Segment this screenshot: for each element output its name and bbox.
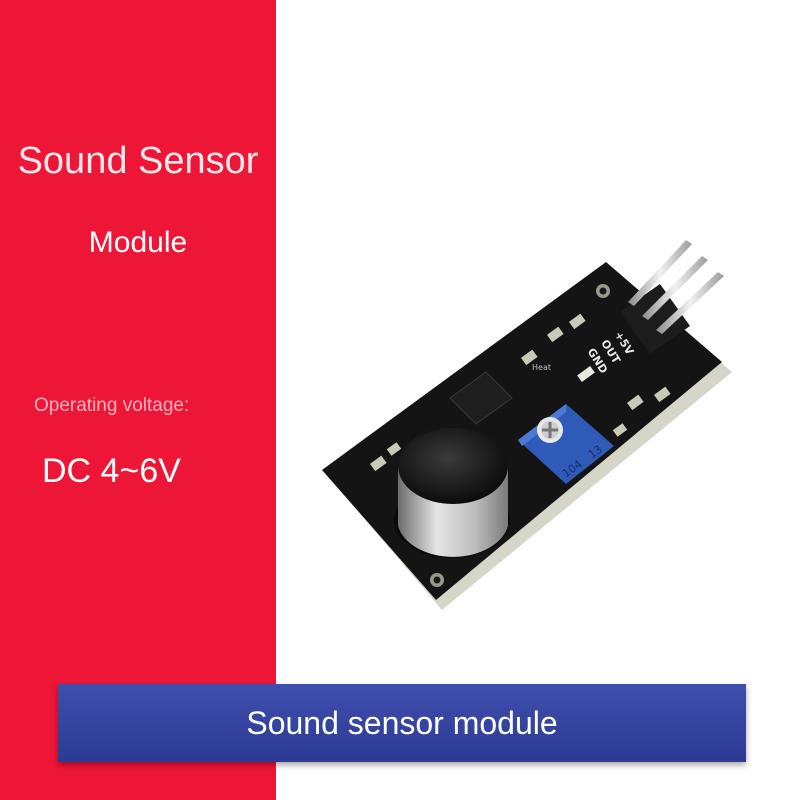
voltage-value: DC 4~6V	[42, 452, 181, 490]
product-subtitle: Module	[88, 226, 188, 259]
red-side-panel: Sound Sensor Module Operating voltage: D…	[0, 0, 276, 800]
led	[577, 366, 595, 382]
board-small-print: Heat	[532, 363, 551, 372]
smd-components	[369, 313, 671, 472]
ic-chip	[449, 371, 513, 425]
mic-felt	[398, 428, 508, 504]
header-pins	[628, 240, 724, 334]
bottom-banner: Sound sensor module	[58, 684, 746, 762]
product-title: Sound Sensor	[17, 140, 259, 182]
sensor-module-photo: +5V OUT GND Heat 104 13	[322, 240, 732, 610]
voltage-label: Operating voltage:	[34, 395, 190, 416]
banner-label: Sound sensor module	[246, 705, 558, 741]
